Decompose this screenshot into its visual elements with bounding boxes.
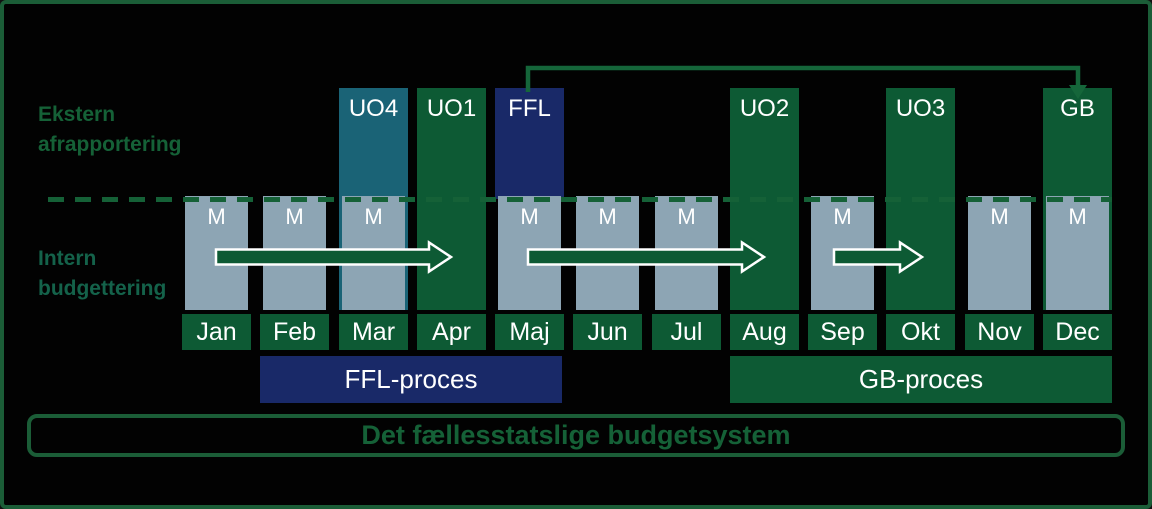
ffl-process-bar: FFL-proces — [260, 356, 562, 403]
report-bar-label-gb: GB — [1060, 95, 1095, 122]
intern-budgeting-label: Intern budgettering — [38, 244, 166, 304]
month-label-jun: Jun — [573, 314, 642, 350]
milestone-label: M — [677, 204, 696, 229]
month-label-mar: Mar — [339, 314, 408, 350]
intern-budgeting-line1: Intern — [38, 247, 97, 270]
report-bar-label-uo2: UO2 — [739, 95, 790, 122]
month-label-aug: Aug — [730, 314, 799, 350]
month-column-feb: M Feb — [260, 4, 329, 505]
month-label-dec: Dec — [1043, 314, 1112, 350]
milestone-label: M — [990, 204, 1009, 229]
intern-budgeting-line2: budgettering — [38, 277, 167, 300]
month-column-nov: M Nov — [965, 4, 1034, 505]
milestone-label: M — [520, 204, 539, 229]
milestone-bar-nov: M — [968, 196, 1031, 310]
milestone-bar-jun: M — [576, 196, 639, 310]
milestone-bar-sep: M — [811, 196, 874, 310]
gb-process-label: GB-proces — [858, 364, 984, 394]
month-label-jul: Jul — [652, 314, 721, 350]
milestone-bar-jul: M — [655, 196, 718, 310]
ffl-process-label: FFL-proces — [344, 364, 478, 394]
milestone-label: M — [207, 204, 226, 229]
month-column-jan: M Jan — [182, 4, 251, 505]
month-label-nov: Nov — [965, 314, 1034, 350]
extern-reporting-line2: afrapportering — [38, 133, 182, 156]
milestone-bar-feb: M — [263, 196, 326, 310]
month-label-maj: Maj — [495, 314, 564, 350]
milestone-label: M — [285, 204, 304, 229]
milestone-bar-dec: M — [1046, 196, 1109, 310]
milestone-bar-maj: M — [498, 196, 561, 310]
system-title: Det fællesstatslige budgetsystem — [361, 420, 791, 450]
milestone-label: M — [1068, 204, 1087, 229]
month-label-okt: Okt — [886, 314, 955, 350]
milestone-bar-jan: M — [185, 196, 248, 310]
report-bar-label-ffl: FFL — [508, 95, 551, 122]
report-bar-label-uo4: UO4 — [348, 95, 399, 122]
extern-reporting-label: Ekstern afrapportering — [38, 100, 182, 160]
report-bar-label-uo1: UO1 — [426, 95, 477, 122]
month-label-feb: Feb — [260, 314, 329, 350]
milestone-label: M — [364, 204, 383, 229]
milestone-label: M — [598, 204, 617, 229]
extern-reporting-line1: Ekstern — [38, 103, 116, 126]
month-label-sep: Sep — [808, 314, 877, 350]
milestone-bar-mar: M — [342, 196, 405, 310]
report-bar-label-uo3: UO3 — [895, 95, 946, 122]
system-title-box: Det fællesstatslige budgetsystem — [27, 414, 1125, 457]
report-bar-ffl: FFL — [495, 88, 564, 199]
month-label-apr: Apr — [417, 314, 486, 350]
extern-intern-divider-dashed-line — [48, 197, 1112, 202]
gb-process-bar: GB-proces — [730, 356, 1112, 403]
month-label-jan: Jan — [182, 314, 251, 350]
milestone-label: M — [833, 204, 852, 229]
